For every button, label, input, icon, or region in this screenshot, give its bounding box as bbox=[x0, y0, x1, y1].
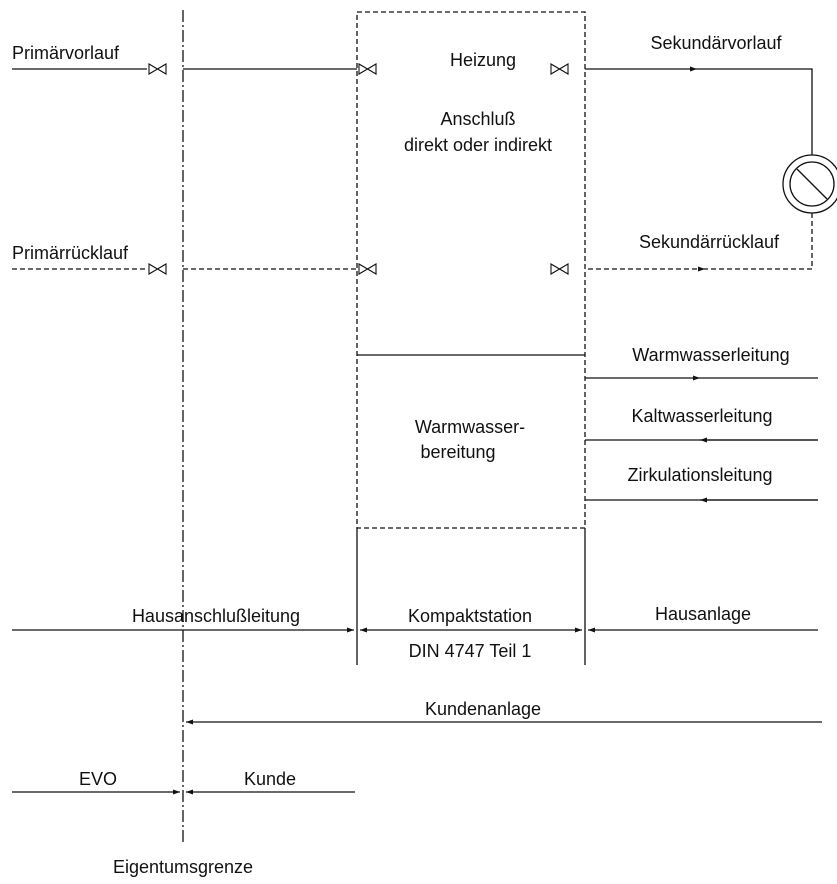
valve-icon bbox=[358, 63, 377, 75]
sekundaerruecklauf-label: Sekundärrücklauf bbox=[639, 232, 780, 252]
hausanlage-label: Hausanlage bbox=[655, 604, 751, 624]
kunde-label: Kunde bbox=[244, 769, 296, 789]
zirkulationsleitung-label: Zirkulationsleitung bbox=[627, 465, 772, 485]
circulation-pump-icon bbox=[782, 154, 837, 214]
hausanschlussleitung-label: Hausanschlußleitung bbox=[132, 606, 300, 626]
kundenanlage-label: Kundenanlage bbox=[425, 699, 541, 719]
din-label: DIN 4747 Teil 1 bbox=[409, 641, 532, 661]
valve-icon bbox=[550, 263, 569, 275]
valve-icon bbox=[550, 63, 569, 75]
secondary-return-line bbox=[705, 213, 813, 270]
compact-station-box bbox=[356, 11, 586, 529]
valve-icon bbox=[358, 263, 377, 275]
anschluss-sublabel: direkt oder indirekt bbox=[404, 135, 552, 155]
valve-icon bbox=[148, 63, 167, 75]
warmwasserleitung-label: Warmwasserleitung bbox=[632, 345, 789, 365]
sekundaervorlauf-label: Sekundärvorlauf bbox=[650, 33, 782, 53]
eigentumsgrenze-label: Eigentumsgrenze bbox=[113, 857, 253, 877]
primaervorlauf-label: Primärvorlauf bbox=[12, 43, 120, 63]
heizung-label: Heizung bbox=[450, 50, 516, 70]
primaerruecklauf-label: Primärrücklauf bbox=[12, 243, 129, 263]
secondary-supply-line bbox=[697, 68, 813, 155]
warmwasserbereitung-label: Warmwasser- bbox=[415, 417, 525, 437]
valve-icon bbox=[148, 263, 167, 275]
kaltwasserleitung-label: Kaltwasserleitung bbox=[631, 406, 772, 426]
warmwasserbereitung-sublabel: bereitung bbox=[420, 442, 495, 462]
evo-label: EVO bbox=[79, 769, 117, 789]
anschluss-label: Anschluß bbox=[440, 109, 515, 129]
kompaktstation-label: Kompaktstation bbox=[408, 606, 532, 626]
